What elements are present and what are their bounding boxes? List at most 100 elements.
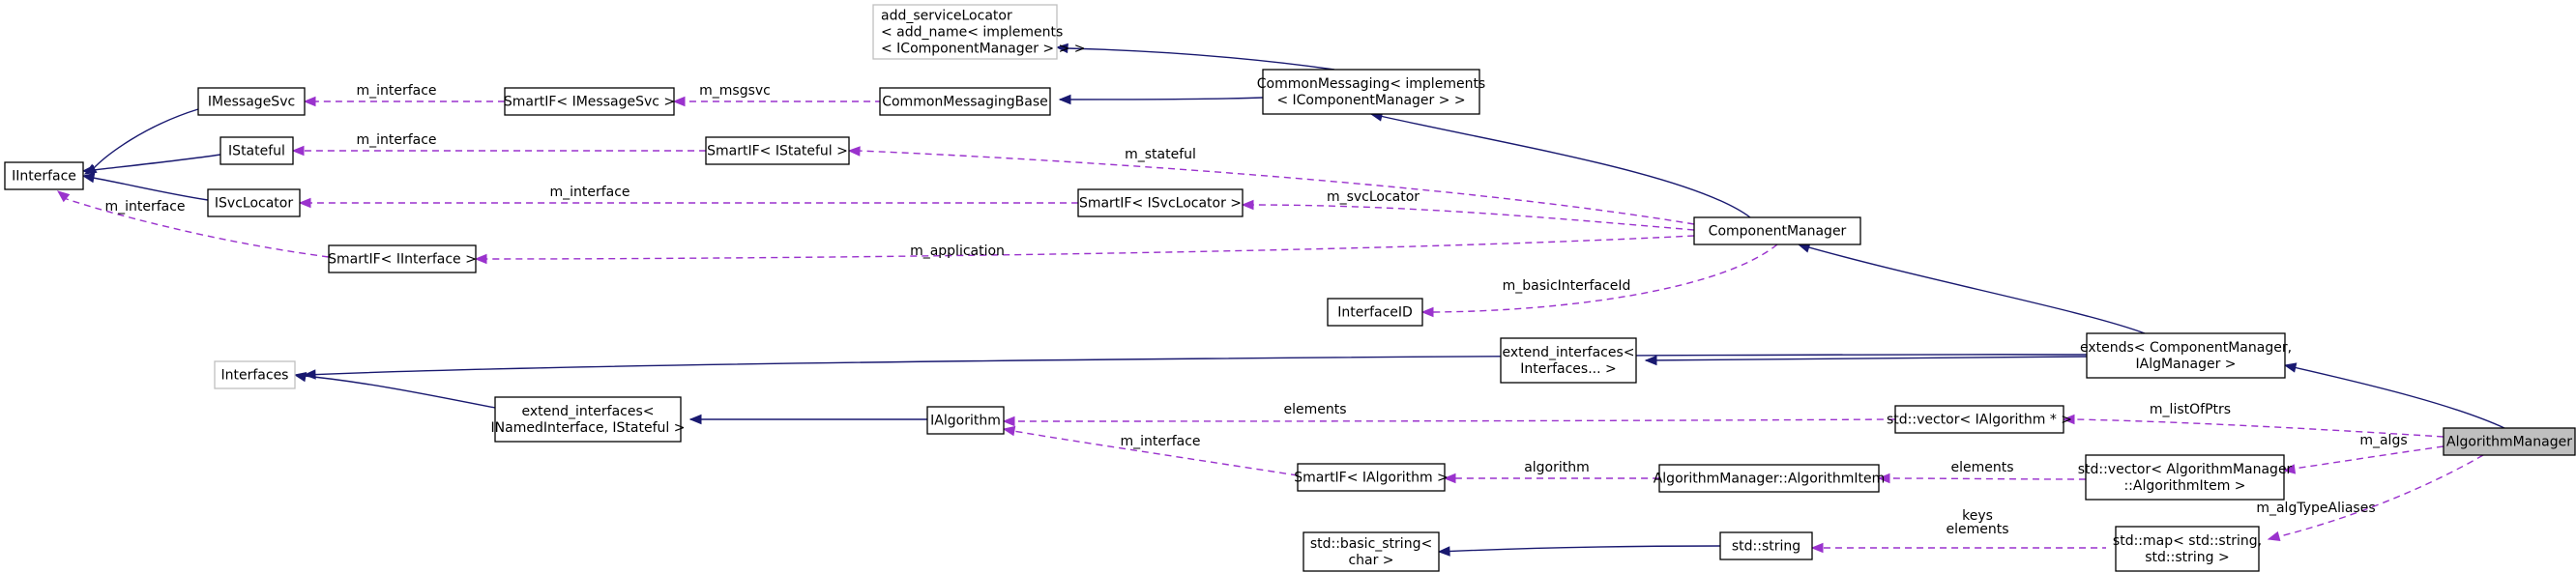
node-label: char > (1348, 553, 1393, 568)
class-node-algorithm-item[interactable]: AlgorithmManager::AlgorithmItem (1654, 464, 1886, 493)
usage-edge-smart-if-istateful-to-component-manager: m_stateful (847, 146, 1695, 225)
class-node-istateful[interactable]: IStateful (220, 136, 294, 165)
node-label: SmartIF< ISvcLocator > (1079, 196, 1242, 212)
edge-label: m_interface (356, 132, 436, 148)
class-node-smart-if-ialgorithm[interactable]: SmartIF< IAlgorithm > (1294, 463, 1449, 492)
edge-line (2293, 445, 2444, 470)
node-box (1500, 337, 1637, 384)
usage-edge-ialgorithm-to-vector-ialgorithm: elements (1002, 402, 1896, 427)
node-box (207, 188, 301, 217)
class-node-extends-component-manager[interactable]: extends< ComponentManager,IAlgManager > (2080, 332, 2292, 379)
class-node-basic-string[interactable]: std::basic_string<char > (1303, 531, 1440, 572)
edge-arrowhead (2062, 414, 2075, 425)
usage-edge-interface-id-to-component-manager: m_basicInterfaceId (1420, 244, 1778, 318)
class-node-smart-if-iinterface[interactable]: SmartIF< IInterface > (328, 244, 477, 273)
class-node-smart-if-imessage-svc[interactable]: SmartIF< IMessageSvc > (504, 87, 675, 116)
node-label: add_serviceLocator (881, 9, 1012, 24)
inheritance-edge-interfaces-to-extend-interfaces-interfaces (303, 354, 2088, 380)
edge-arrowhead (1443, 473, 1456, 484)
edge-label: algorithm (1524, 460, 1590, 475)
node-box (4, 161, 84, 190)
edge-line (2072, 418, 2444, 438)
edge-line (92, 108, 199, 170)
node-label: IAlgorithm (930, 414, 1001, 429)
edge-arrowhead (1055, 43, 1068, 54)
node-label: extend_interfaces< (522, 404, 655, 419)
edge-arrowhead (672, 96, 686, 107)
class-node-iinterface[interactable]: IInterface (4, 161, 84, 190)
edge-arrowhead (298, 197, 311, 209)
node-box (872, 4, 1058, 60)
class-node-map-string[interactable]: std::map< std::string,std::string > (2113, 526, 2262, 572)
class-node-vector-algorithm-item[interactable]: std::vector< AlgorithmManager::Algorithm… (2078, 454, 2293, 501)
usage-edge-smart-if-imessage-svc-to-common-messaging-base: m_msgsvc (672, 83, 882, 107)
usage-edge-vector-algorithm-item-to-algorithm-manager: m_algs (2282, 433, 2444, 474)
edge-arrowhead (1420, 306, 1434, 318)
edge-arrowhead (303, 96, 316, 107)
node-box (1303, 531, 1440, 572)
class-node-common-messaging[interactable]: CommonMessaging< implements< IComponentM… (1257, 69, 1485, 115)
inheritance-edge-interfaces-to-extend-interfaces-inamed (293, 371, 496, 409)
edge-line (294, 374, 496, 409)
edges-layer: m_msgsvcm_interfacem_interfacem_interfac… (56, 43, 2505, 557)
node-box (2115, 526, 2260, 572)
node-box (2085, 454, 2285, 501)
class-node-isvc-locator[interactable]: ISvcLocator (207, 188, 301, 217)
node-label: SmartIF< IInterface > (328, 252, 477, 268)
node-label: SmartIF< IAlgorithm > (1294, 471, 1449, 486)
edge-arrowhead (56, 190, 71, 203)
node-box (1077, 188, 1244, 217)
usage-edge-smart-if-iinterface-to-component-manager: m_application (474, 235, 1695, 265)
class-node-extend-interfaces-interfaces[interactable]: extend_interfaces<Interfaces... > (1500, 337, 1637, 384)
node-label: IAlgManager > (2135, 357, 2236, 372)
inheritance-edge-basic-string-to-std-string (1437, 545, 1721, 557)
node-label: Interfaces (221, 368, 289, 384)
node-label: std::string > (2145, 550, 2229, 565)
class-node-interface-id[interactable]: InterfaceID (1327, 298, 1423, 327)
edge-label: keys (1962, 508, 1993, 524)
node-label: std::string (1732, 539, 1800, 555)
class-node-extend-interfaces-inamed[interactable]: extend_interfaces<INamedInterface, IStat… (491, 396, 686, 443)
edge-line (2284, 364, 2505, 429)
node-box (1693, 216, 1861, 245)
node-box (2086, 332, 2286, 379)
node-box (1658, 464, 1880, 493)
edge-arrowhead (1644, 355, 1657, 366)
inheritance-edge-extend-interfaces-inamed-to-ialgorithm (688, 414, 927, 425)
node-label: InterfaceID (1337, 305, 1413, 321)
edge-label: elements (1283, 402, 1346, 417)
class-node-add-service-locator[interactable]: add_serviceLocator< add_name< implements… (872, 4, 1086, 60)
edge-line (1012, 430, 1299, 476)
edge-line (1059, 97, 1264, 100)
edge-line (92, 177, 209, 201)
usage-edge-map-string-to-algorithm-manager: m_algTypeAliases (2256, 454, 2484, 542)
class-node-interfaces[interactable]: Interfaces (214, 360, 296, 389)
node-box (504, 87, 675, 116)
node-label: SmartIF< IMessageSvc > (504, 95, 675, 110)
class-node-component-manager[interactable]: ComponentManager (1693, 216, 1861, 245)
class-node-common-messaging-base[interactable]: CommonMessagingBase (879, 87, 1051, 116)
node-label: CommonMessagingBase (882, 95, 1048, 110)
class-node-smart-if-isvc-locator[interactable]: SmartIF< ISvcLocator > (1077, 188, 1244, 217)
usage-edge-istateful-to-smart-if-istateful: m_interface (291, 132, 706, 157)
edge-line (1888, 477, 2087, 480)
edge-arrowhead (1810, 542, 1824, 554)
edge-label: m_msgsvc (699, 83, 771, 99)
class-node-imessage-svc[interactable]: IMessageSvc (197, 87, 306, 116)
class-node-std-string[interactable]: std::string (1719, 531, 1813, 560)
node-label: ::AlgorithmItem > (2123, 478, 2245, 494)
node-label: std::map< std::string, (2113, 533, 2262, 549)
node-label: CommonMessaging< implements (1257, 76, 1485, 92)
edge-line (1012, 418, 1896, 422)
class-node-smart-if-istateful[interactable]: SmartIF< IStateful > (705, 136, 850, 165)
node-label: INamedInterface, IStateful > (491, 420, 686, 436)
edge-label: elements (1946, 522, 2008, 537)
edge-label: m_algs (2359, 433, 2407, 448)
edge-arrowhead (1058, 94, 1071, 105)
inheritance-edge-iinterface-to-isvc-locator (81, 172, 209, 201)
edge-line (858, 150, 1695, 225)
usage-edge-ialgorithm-to-smart-if-ialgorithm: m_interface (1002, 425, 1299, 476)
class-node-vector-ialgorithm[interactable]: std::vector< IAlgorithm * > (1887, 405, 2072, 434)
class-node-ialgorithm[interactable]: IAlgorithm (926, 406, 1005, 435)
